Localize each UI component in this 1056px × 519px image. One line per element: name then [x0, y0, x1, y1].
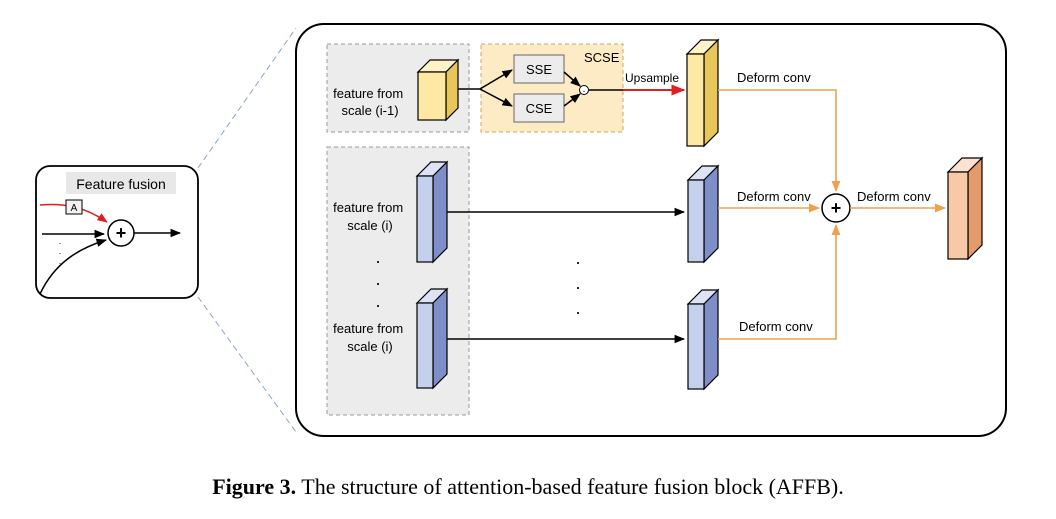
middle-ellipsis-2: .: [575, 273, 580, 293]
input-label-prev-line1: feature from: [333, 86, 403, 101]
inset-title: Feature fusion: [76, 176, 166, 192]
arrow-sse-to-mult: [563, 71, 581, 87]
feature-cube-prev: [416, 58, 460, 122]
input-label-cur-1-line1: feature from: [333, 200, 403, 215]
deform-path-top: [718, 89, 841, 193]
arrow-to-sse: [479, 69, 513, 90]
deform-label-top: Deform conv: [737, 70, 811, 85]
input-region-bottom: [326, 146, 470, 416]
input-label-cur-2-line2: scale (i): [347, 339, 393, 354]
sum-symbol: +: [831, 198, 842, 218]
zoom-line-top: [197, 27, 297, 169]
arrow-to-cse: [479, 88, 513, 107]
feature-cube-cur-1: [415, 160, 449, 264]
input-label-prev: feature from scale (i-1): [333, 86, 407, 118]
input-label-cur-1-line2: scale (i): [347, 218, 393, 233]
deform-path-bottom: [718, 223, 841, 340]
figure-caption: Figure 3. The structure of attention-bas…: [0, 474, 1056, 500]
deform-label-out: Deform conv: [857, 189, 931, 204]
input-label-cur-2: feature from scale (i): [333, 321, 407, 354]
input-label-cur-1: feature from scale (i): [333, 200, 407, 233]
multiply-node: [579, 85, 589, 95]
deform-label-bottom: Deform conv: [739, 319, 813, 334]
caption-label: Figure 3.: [212, 474, 297, 499]
arrow-cse-to-mult: [563, 93, 581, 107]
inset-dots-1: ·: [59, 238, 62, 248]
inset-dots-3: ·: [59, 258, 62, 268]
inset-sum-symbol: +: [116, 223, 127, 243]
input-ellipsis-2: .: [375, 269, 380, 289]
input-ellipsis-1: .: [375, 247, 380, 267]
scse-title: SCSE: [584, 50, 620, 65]
sse-label: SSE: [526, 62, 552, 77]
attention-box: [65, 199, 83, 215]
cse-label: CSE: [526, 101, 553, 116]
sse-box: [513, 54, 565, 84]
upsample-label: Upsample: [625, 71, 679, 85]
cse-box: [513, 93, 565, 123]
feature-cube-mid-1: [686, 164, 720, 264]
feature-cube-upsampled: [685, 38, 720, 148]
inset-dots-2: ·: [59, 248, 62, 258]
inset-title-bg: [66, 172, 176, 194]
zoom-line-bottom: [197, 296, 297, 433]
feature-fusion-inset: Feature fusion A · · · +: [35, 165, 199, 299]
affb-block-frame: [295, 23, 1007, 437]
input-label-prev-line2: scale (i-1): [341, 103, 398, 118]
input-ellipsis-3: .: [375, 291, 380, 311]
multiply-symbol: ·: [582, 86, 585, 97]
middle-ellipsis-3: .: [575, 298, 580, 318]
feature-cube-cur-2: [415, 287, 449, 390]
feature-cube-mid-2: [686, 288, 720, 391]
deform-label-mid: Deform conv: [737, 189, 811, 204]
attention-label: A: [71, 203, 78, 214]
inset-curved-input: [39, 238, 108, 295]
feature-cube-output: [946, 156, 984, 261]
input-label-cur-2-line1: feature from: [333, 321, 403, 336]
middle-ellipsis-1: .: [575, 248, 580, 268]
caption-text: The structure of attention-based feature…: [301, 474, 844, 499]
